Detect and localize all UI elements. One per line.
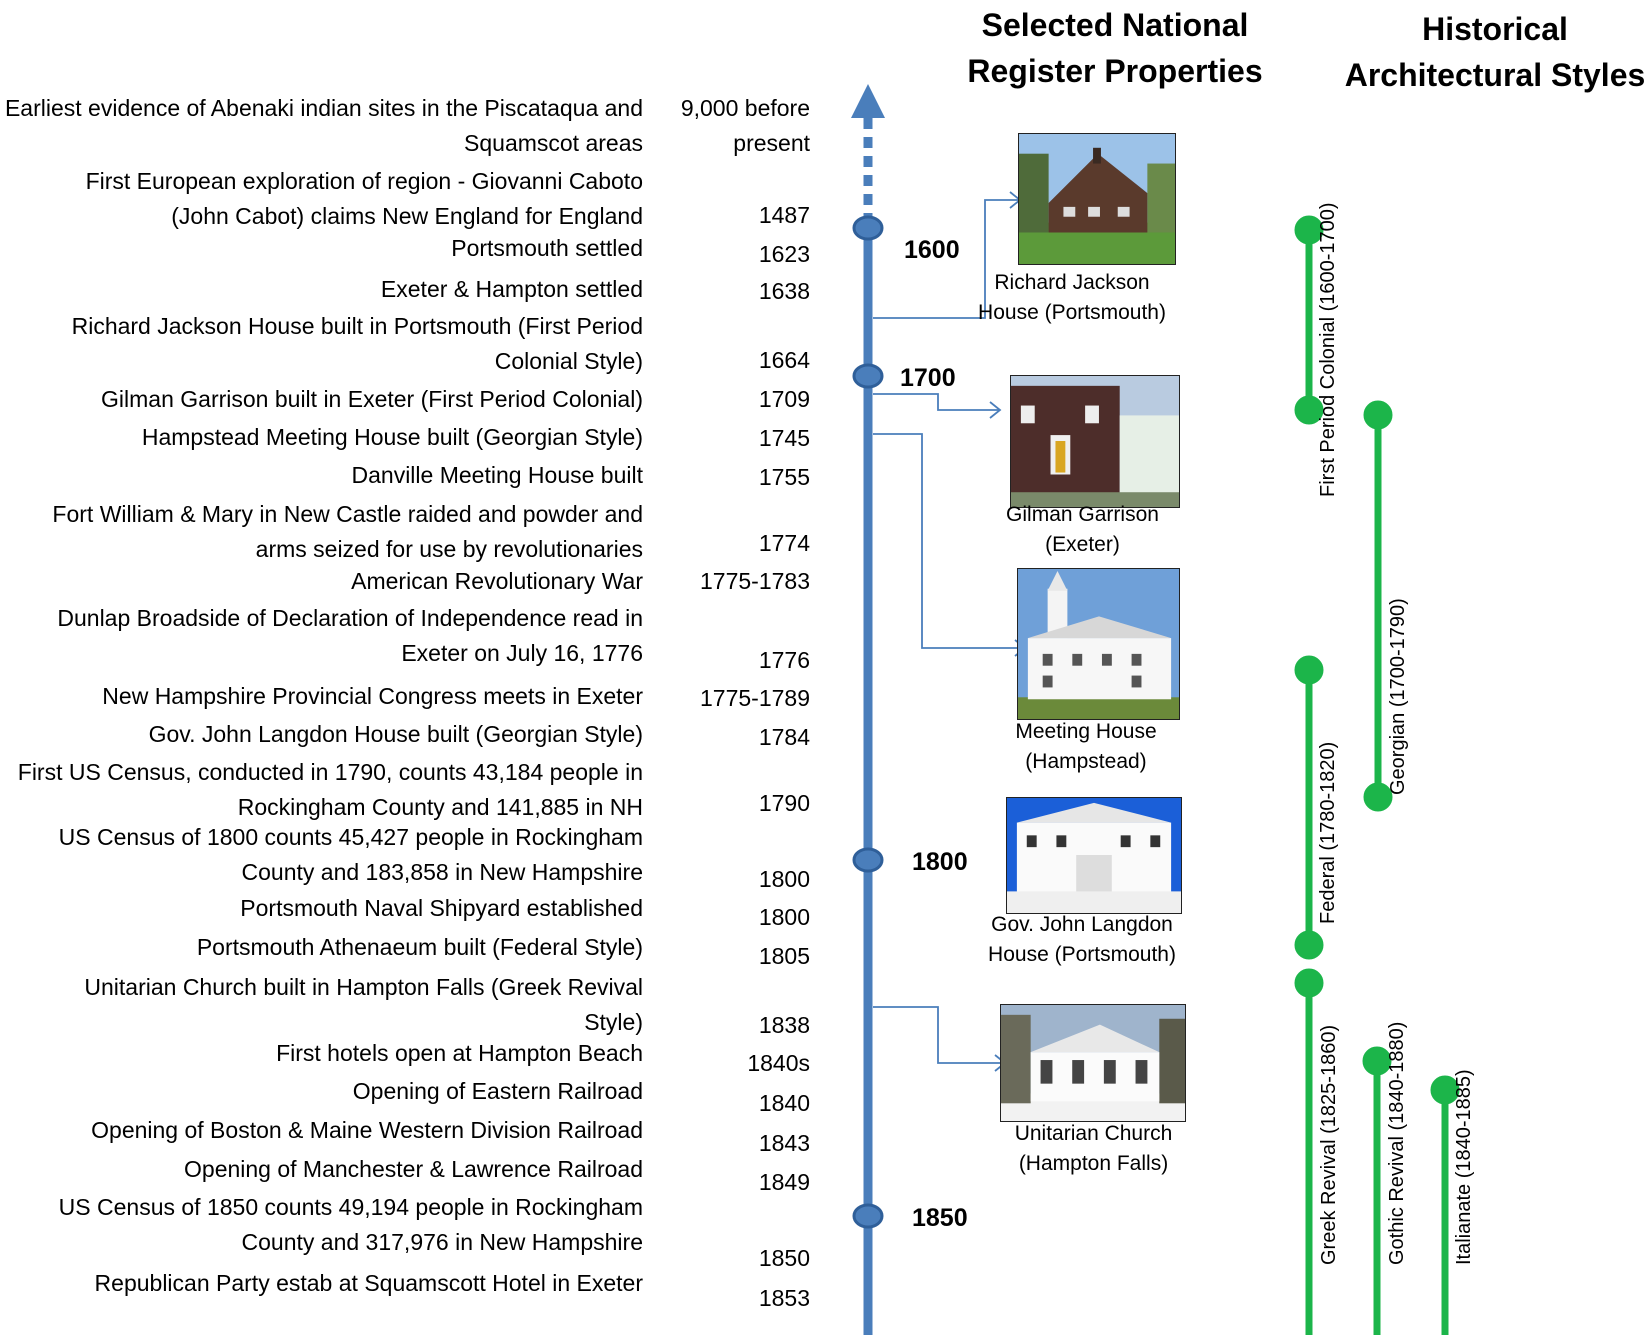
decade-label-1700: 1700 — [900, 364, 956, 392]
event-text: Hampstead Meeting House built (Georgian … — [141, 424, 643, 450]
event-text: Earliest evidence of Abenaki indian site… — [4, 95, 643, 156]
event-text: First US Census, conducted in 1790, coun… — [17, 759, 643, 820]
style-label: Federal (1780-1820) — [1317, 741, 1339, 924]
event-year: 1776 — [758, 647, 810, 673]
event-year: 1840s — [747, 1050, 810, 1076]
church-photo — [1000, 1004, 1186, 1122]
decade-label-1850: 1850 — [912, 1204, 968, 1232]
event-year: 1709 — [758, 386, 810, 412]
decade-marker-1600 — [852, 215, 884, 241]
event-year: 1664 — [758, 347, 810, 373]
event-text: Republican Party estab at Squamscott Hot… — [94, 1270, 643, 1296]
connector-gilman — [873, 393, 1000, 411]
event-year: 1853 — [758, 1285, 810, 1311]
event-year: 1850 — [758, 1245, 810, 1271]
property-caption: Gov. John Langdon House (Portsmouth) — [988, 913, 1176, 966]
decade-marker-1800 — [852, 847, 884, 873]
event-year: 1838 — [758, 1012, 810, 1038]
property-caption: Gilman Garrison (Exeter) — [1006, 503, 1159, 556]
event-year: 1805 — [758, 943, 810, 969]
event-year: 1775-1783 — [700, 568, 810, 594]
event-year: 1774 — [758, 530, 810, 556]
connector-gilman-arrow — [989, 401, 1002, 419]
event-text: Opening of Boston & Maine Western Divisi… — [91, 1117, 643, 1143]
style-label: Italianate (1840-1885) — [1453, 1069, 1475, 1265]
property-caption: Richard Jackson House (Portsmouth) — [978, 271, 1166, 324]
event-text: New Hampshire Provincial Congress meets … — [102, 683, 643, 709]
style-label: Georgian (1700-1790) — [1387, 598, 1409, 795]
decade-label-1800: 1800 — [912, 848, 968, 876]
event-year: 1800 — [758, 866, 810, 892]
event-year: 1487 — [758, 202, 810, 228]
event-year: 1849 — [758, 1169, 810, 1195]
styles-header: Historical Architectural Styles — [1344, 11, 1646, 93]
event-text: First European exploration of region - G… — [85, 168, 643, 229]
event-year: 9,000 before present — [680, 95, 810, 156]
event-year: 1745 — [758, 425, 810, 451]
event-year: 1843 — [758, 1130, 810, 1156]
event-text: Richard Jackson House built in Portsmout… — [71, 313, 643, 374]
event-text: Fort William & Mary in New Castle raided… — [52, 501, 643, 562]
property-caption: Meeting House (Hampstead) — [1015, 720, 1157, 773]
house-photo — [1006, 797, 1182, 914]
style-label: Greek Revival (1825-1860) — [1318, 1024, 1340, 1265]
connector-meeting — [873, 433, 1025, 649]
event-year: 1790 — [758, 790, 810, 816]
event-text: American Revolutionary War — [351, 568, 643, 594]
event-text: Gov. John Langdon House built (Georgian … — [148, 721, 643, 747]
event-text: Exeter & Hampton settled — [380, 276, 643, 302]
decade-label-1600: 1600 — [904, 236, 960, 264]
event-text: Portsmouth Naval Shipyard established — [240, 895, 643, 921]
event-text: Dunlap Broadside of Declaration of Indep… — [57, 605, 643, 666]
style-label: Gothic Revival (1840-1880) — [1386, 1021, 1408, 1265]
event-year: 1638 — [758, 278, 810, 304]
property-caption: Unitarian Church (Hampton Falls) — [1014, 1122, 1173, 1175]
event-year: 1755 — [758, 464, 810, 490]
house-photo — [1010, 375, 1180, 508]
connector-unitarian — [873, 1006, 1005, 1064]
properties-header: Selected National Register Properties — [967, 7, 1263, 89]
event-text: Opening of Manchester & Lawrence Railroa… — [184, 1156, 643, 1182]
meeting-house-photo — [1017, 568, 1180, 720]
event-year: 1784 — [758, 724, 810, 750]
event-year: 1775-1789 — [700, 685, 810, 711]
connector-jackson — [873, 199, 1020, 319]
event-text: US Census of 1800 counts 45,427 people i… — [58, 824, 643, 885]
event-year: 1800 — [758, 904, 810, 930]
event-text: Portsmouth Athenaeum built (Federal Styl… — [196, 934, 643, 960]
event-text: Unitarian Church built in Hampton Falls … — [84, 974, 643, 1035]
event-year: 1623 — [758, 241, 810, 267]
event-text: First hotels open at Hampton Beach — [276, 1040, 643, 1066]
event-text: Opening of Eastern Railroad — [352, 1078, 643, 1104]
event-year: 1840 — [758, 1090, 810, 1116]
event-text: Danville Meeting House built — [351, 462, 644, 488]
event-text: Gilman Garrison built in Exeter (First P… — [101, 386, 643, 412]
event-text: US Census of 1850 counts 49,194 people i… — [58, 1194, 643, 1255]
decade-marker-1700 — [852, 363, 884, 389]
house-photo — [1018, 133, 1176, 265]
timeline-arrowhead — [851, 84, 885, 118]
style-label: First Period Colonial (1600-1700) — [1317, 202, 1339, 497]
decade-marker-1850 — [852, 1203, 884, 1229]
event-text: Portsmouth settled — [451, 235, 643, 261]
